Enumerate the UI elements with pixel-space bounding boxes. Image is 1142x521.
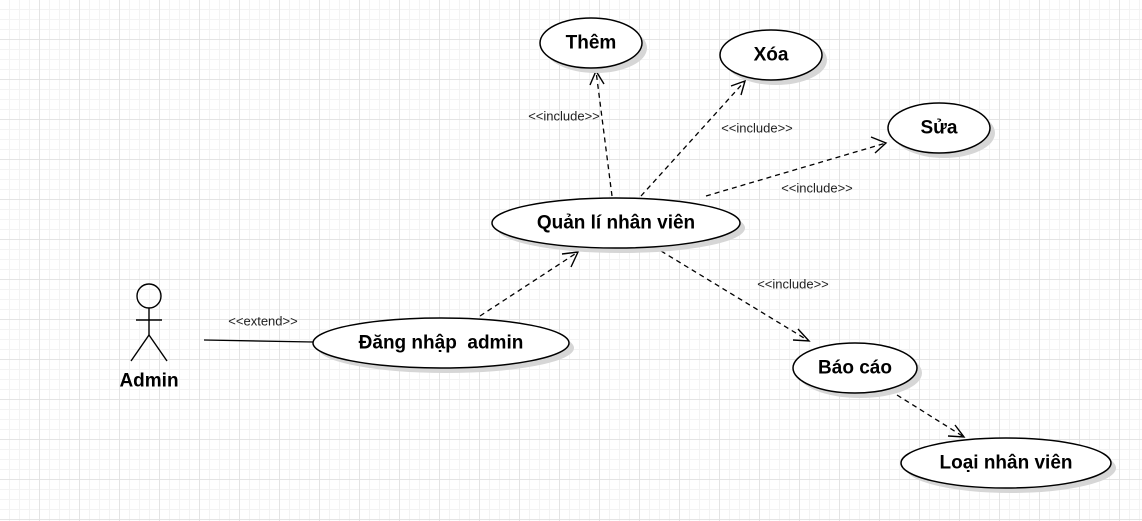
relation-quanli-to-baocao: <<include>> [660,250,829,342]
include-label-bao-cao: <<include>> [757,277,829,292]
usecase-label: Sửa [921,118,958,139]
actor-left-leg [130,334,150,362]
usecase-bao-cao[interactable]: Báo cáo [792,342,922,398]
relation-baocao-to-loainv [896,394,966,438]
include-label-sua: <<include>> [781,181,853,196]
usecase-label: Thêm [566,33,617,54]
actor-label: Admin [119,371,178,392]
include-label-xoa: <<include>> [721,121,793,136]
usecase-loai-nhan-vien[interactable]: Loại nhân viên [900,437,1116,493]
usecase-sua[interactable]: Sửa [887,102,995,158]
include-label-them: <<include>> [528,109,600,124]
usecase-dang-nhap-admin[interactable]: Đăng nhập admin [312,317,574,373]
usecase-xoa[interactable]: Xóa [719,29,827,85]
usecase-them[interactable]: Thêm [539,17,647,73]
usecase-label: Đăng nhập admin [359,333,524,354]
relation-quanli-to-sua: <<include>> [705,136,888,197]
actor-admin[interactable]: Admin [119,283,179,392]
extend-label: <<extend>> [228,314,297,329]
actor-head [136,283,162,309]
usecase-label: Xóa [754,45,789,66]
usecase-label: Báo cáo [818,358,892,379]
usecase-label: Quản lí nhân viên [537,213,695,234]
usecase-label: Loại nhân viên [939,453,1072,474]
relation-quanli-to-them: <<include>> [528,69,613,197]
association-admin-login: <<extend>> [203,314,314,343]
relation-login-to-quanli [479,251,580,317]
actor-right-leg [148,334,168,362]
usecase-quan-li-nhan-vien[interactable]: Quản lí nhân viên [491,197,745,253]
relation-quanli-to-xoa: <<include>> [640,79,793,197]
